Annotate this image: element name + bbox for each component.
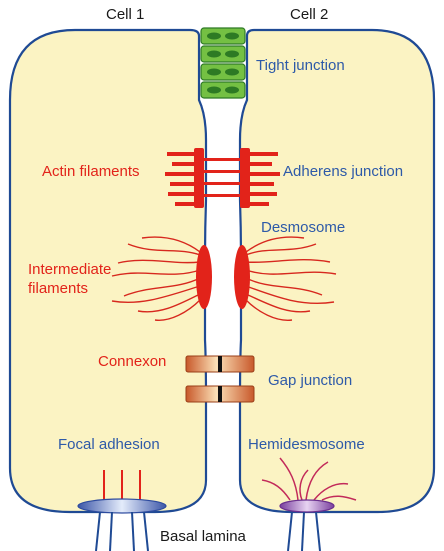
label-intermediate-line-2: filaments	[28, 280, 88, 298]
label-basal-lamina: Basal lamina	[160, 528, 246, 546]
label-adherens-junction: Adherens junction	[283, 163, 403, 181]
label-intermediate-line-1: Intermediate	[28, 261, 111, 279]
label-connexon: Connexon	[98, 353, 166, 371]
label-tight-junction: Tight junction	[256, 57, 345, 75]
label-focal-adhesion: Focal adhesion	[58, 436, 160, 454]
label-gap-junction: Gap junction	[268, 372, 352, 390]
label-hemidesmosome: Hemidesmosome	[248, 436, 365, 454]
label-desmosome: Desmosome	[261, 219, 345, 237]
label-cell-2: Cell 2	[290, 6, 328, 24]
desmosome-plaques	[196, 245, 250, 309]
tight-junction-stack	[201, 28, 245, 98]
label-cell-1: Cell 1	[106, 6, 144, 24]
label-actin-filaments: Actin filaments	[42, 163, 140, 181]
